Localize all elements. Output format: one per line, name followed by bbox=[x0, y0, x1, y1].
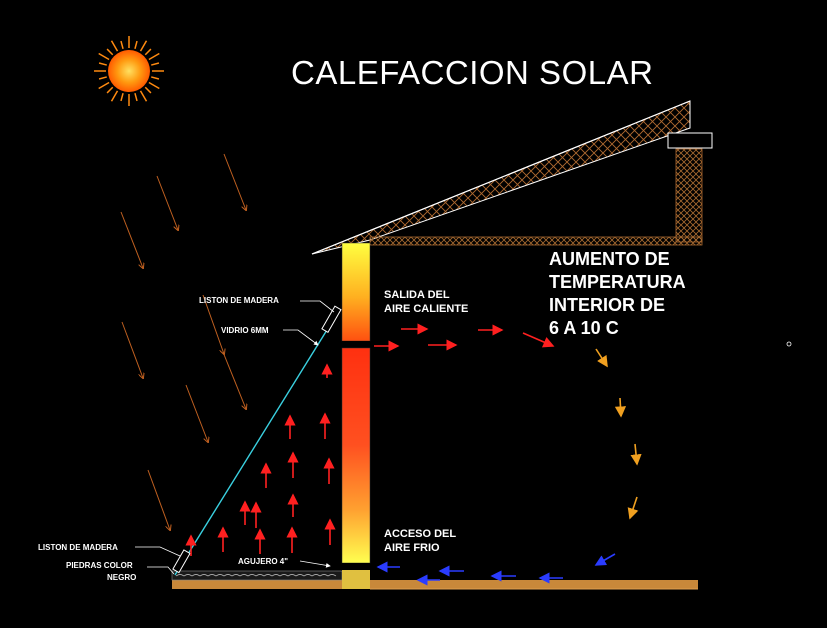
sun-ray-spike bbox=[148, 81, 160, 90]
sun-ray-arrow bbox=[120, 211, 143, 268]
cooling-air-arrow bbox=[595, 348, 608, 368]
sun-ray-spike bbox=[134, 93, 138, 102]
sun-ray-spike bbox=[110, 90, 119, 102]
sun-ray-spike bbox=[110, 40, 119, 52]
sun-ray-arrow bbox=[147, 469, 170, 530]
stones-texture bbox=[175, 574, 337, 577]
sun-ray-spike bbox=[151, 62, 160, 66]
hot-air-arrow bbox=[522, 332, 555, 348]
aumento-line-2: TEMPERATURA bbox=[549, 272, 686, 292]
sun-ray-spike bbox=[144, 86, 152, 94]
label-agujero: AGUJERO 4" bbox=[238, 557, 288, 566]
sun-ray-spike bbox=[98, 81, 110, 90]
glass-pane bbox=[174, 308, 341, 576]
label-salida-2: AIRE CALIENTE bbox=[384, 303, 468, 315]
label-liston-bottom: LISTON DE MADERA bbox=[38, 543, 118, 552]
label-acceso-2: AIRE FRIO bbox=[384, 542, 440, 554]
cooling-air-arrow bbox=[627, 496, 639, 520]
sun-ray-spike bbox=[106, 86, 114, 94]
sun-ray-arrow bbox=[202, 294, 224, 354]
cold-air-arrow bbox=[594, 553, 616, 566]
sun-ray-spike bbox=[120, 40, 124, 49]
sun-ray-spike bbox=[98, 76, 107, 80]
back-wall bbox=[675, 148, 703, 243]
sun-ray-spike bbox=[148, 52, 160, 61]
thermal-wall bbox=[341, 242, 371, 589]
wood-batten-top bbox=[321, 305, 342, 333]
cooling-air-arrows bbox=[595, 348, 642, 520]
sun-ray-arrow bbox=[121, 321, 143, 378]
sun-ray-spike bbox=[98, 62, 107, 66]
aumento-line-3: INTERIOR DE bbox=[549, 295, 665, 315]
sun-ray-spike bbox=[120, 93, 124, 102]
sun-ray-arrow bbox=[185, 384, 208, 442]
sun-rays bbox=[120, 153, 246, 530]
aumento-line-4: 6 A 10 C bbox=[549, 318, 619, 338]
label-vidrio: VIDRIO 6MM bbox=[221, 326, 269, 335]
label-salida-1: SALIDA DEL bbox=[384, 289, 450, 301]
aumento-line-1: AUMENTO DE bbox=[549, 249, 670, 269]
ceiling-beam bbox=[369, 236, 703, 246]
wood-batten-bottom bbox=[172, 549, 191, 574]
sun-ray-arrow bbox=[223, 153, 246, 210]
sun-ray-arrow bbox=[156, 175, 178, 230]
sun-ray-arrow bbox=[222, 351, 246, 409]
label-liston-top: LISTON DE MADERA bbox=[199, 296, 279, 305]
rising-air-arrows bbox=[185, 363, 336, 556]
cooling-air-arrow bbox=[630, 443, 642, 466]
sun-ray-spike bbox=[151, 76, 160, 80]
label-acceso-1: ACCESO DEL bbox=[384, 528, 456, 540]
label-piedras-1: PIEDRAS COLOR bbox=[66, 561, 133, 570]
cursor-marker bbox=[786, 341, 792, 347]
leader-lines bbox=[135, 300, 335, 575]
floor bbox=[172, 580, 698, 590]
sun-ray-spike bbox=[98, 52, 110, 61]
cold-air-arrows bbox=[376, 553, 616, 586]
hot-air-arrows bbox=[374, 323, 555, 352]
sun-ray-spike bbox=[134, 40, 138, 49]
cooling-air-arrow bbox=[614, 397, 627, 418]
roof bbox=[311, 100, 713, 255]
sun-ray-spike bbox=[106, 48, 114, 56]
page-title: CALEFACCION SOLAR bbox=[291, 54, 653, 91]
sun-ray-spike bbox=[139, 90, 148, 102]
sun-ray-spike bbox=[139, 40, 148, 52]
label-piedras-2: NEGRO bbox=[107, 573, 136, 582]
sun-ray-spike bbox=[144, 48, 152, 56]
sun-icon bbox=[94, 36, 164, 106]
